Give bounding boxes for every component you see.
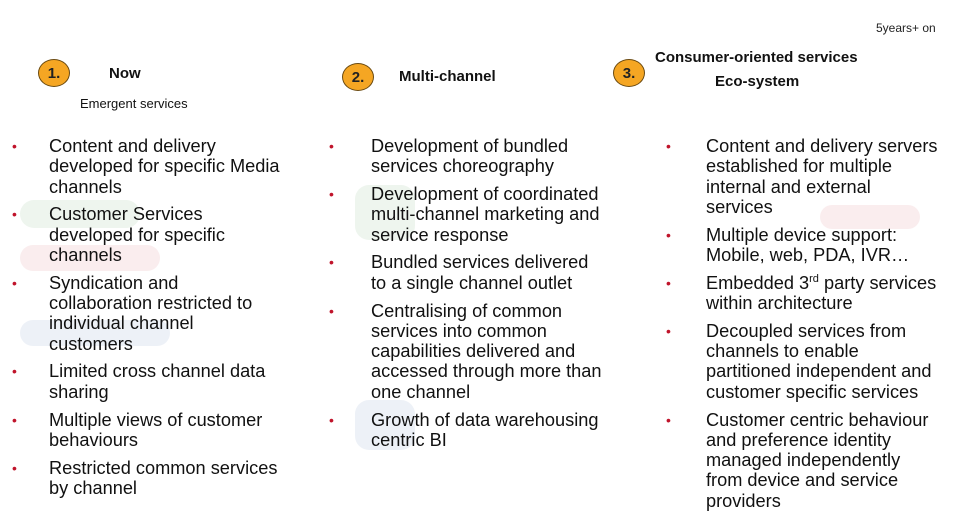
list-item: •Multiple device support:Mobile, web, PD… <box>666 224 910 265</box>
bullet-icon: • <box>329 302 334 319</box>
timeframe-note: 5years+ on <box>876 21 936 35</box>
bullet-icon: • <box>329 186 334 203</box>
column-heading: Now <box>109 65 141 82</box>
bullet-icon: • <box>329 411 334 428</box>
column-subheading: Emergent services <box>80 96 188 111</box>
bullet-icon: • <box>12 206 17 223</box>
step-number-badge: 3. <box>613 59 645 87</box>
bullet-icon: • <box>666 138 671 154</box>
background-shape <box>355 185 415 240</box>
bullet-icon: • <box>12 274 17 291</box>
background-shape <box>20 200 140 228</box>
list-item-text: Embedded 3rd party services <box>706 272 937 293</box>
bullet-icon: • <box>12 459 17 476</box>
background-shape <box>355 400 415 450</box>
step-number-badge: 2. <box>342 63 374 91</box>
bullet-icon: • <box>666 226 671 243</box>
bullet-icon: • <box>12 363 17 380</box>
column-heading-secondary: Eco-system <box>715 73 800 90</box>
bullet-icon: • <box>666 322 671 339</box>
bullet-icon: • <box>12 138 17 154</box>
background-shape <box>20 320 170 346</box>
step-number-badge: 1. <box>38 59 70 87</box>
bullet-icon: • <box>329 254 334 271</box>
column-heading: Consumer-oriented services <box>655 49 858 66</box>
background-shape <box>20 245 160 271</box>
bullet-icon: • <box>12 411 17 428</box>
bullet-icon: • <box>666 274 671 291</box>
ordinal-suffix: rd <box>809 272 819 285</box>
bullet-icon: • <box>329 138 334 154</box>
bullet-icon: • <box>666 411 671 428</box>
background-shape <box>820 205 920 229</box>
column-heading: Multi-channel <box>399 68 496 85</box>
